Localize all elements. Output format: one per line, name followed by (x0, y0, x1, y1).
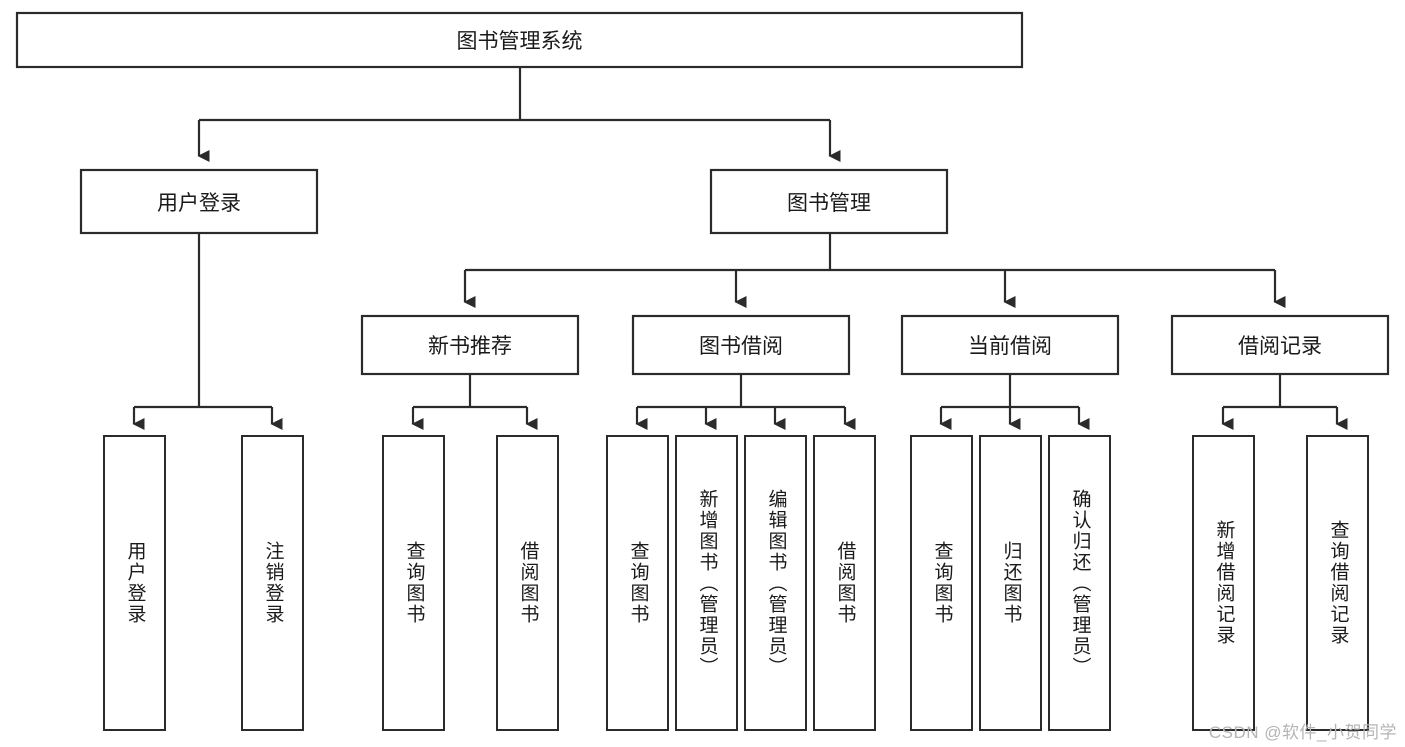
node-current-borrow-box[interactable] (900, 314, 1120, 376)
node-root-box[interactable] (15, 11, 1024, 69)
node-book-mgmt-box[interactable] (709, 168, 949, 235)
leaf-box-query-book-borrow[interactable] (606, 435, 669, 731)
leaf-box-query-borrow-record[interactable] (1306, 435, 1369, 731)
leaf-box-edit-book-admin[interactable] (744, 435, 807, 731)
leaf-box-return-book[interactable] (979, 435, 1042, 731)
leaf-box-confirm-return-admin[interactable] (1048, 435, 1111, 731)
node-borrow-record-box[interactable] (1170, 314, 1390, 376)
leaf-box-borrow-book-borrow[interactable] (813, 435, 876, 731)
node-user-login-box[interactable] (79, 168, 319, 235)
leaf-box-logout[interactable] (241, 435, 304, 731)
leaf-box-user-login[interactable] (103, 435, 166, 731)
leaf-box-borrow-book-newbook[interactable] (496, 435, 559, 731)
leaf-box-query-book-current[interactable] (910, 435, 973, 731)
watermark: CSDN @软件_小贺同学 (1208, 723, 1397, 742)
leaf-box-query-book-newbook[interactable] (382, 435, 445, 731)
node-book-borrow-box[interactable] (631, 314, 851, 376)
node-new-book-box[interactable] (360, 314, 580, 376)
leaf-box-add-borrow-record[interactable] (1192, 435, 1255, 731)
leaf-box-add-book-admin[interactable] (675, 435, 738, 731)
